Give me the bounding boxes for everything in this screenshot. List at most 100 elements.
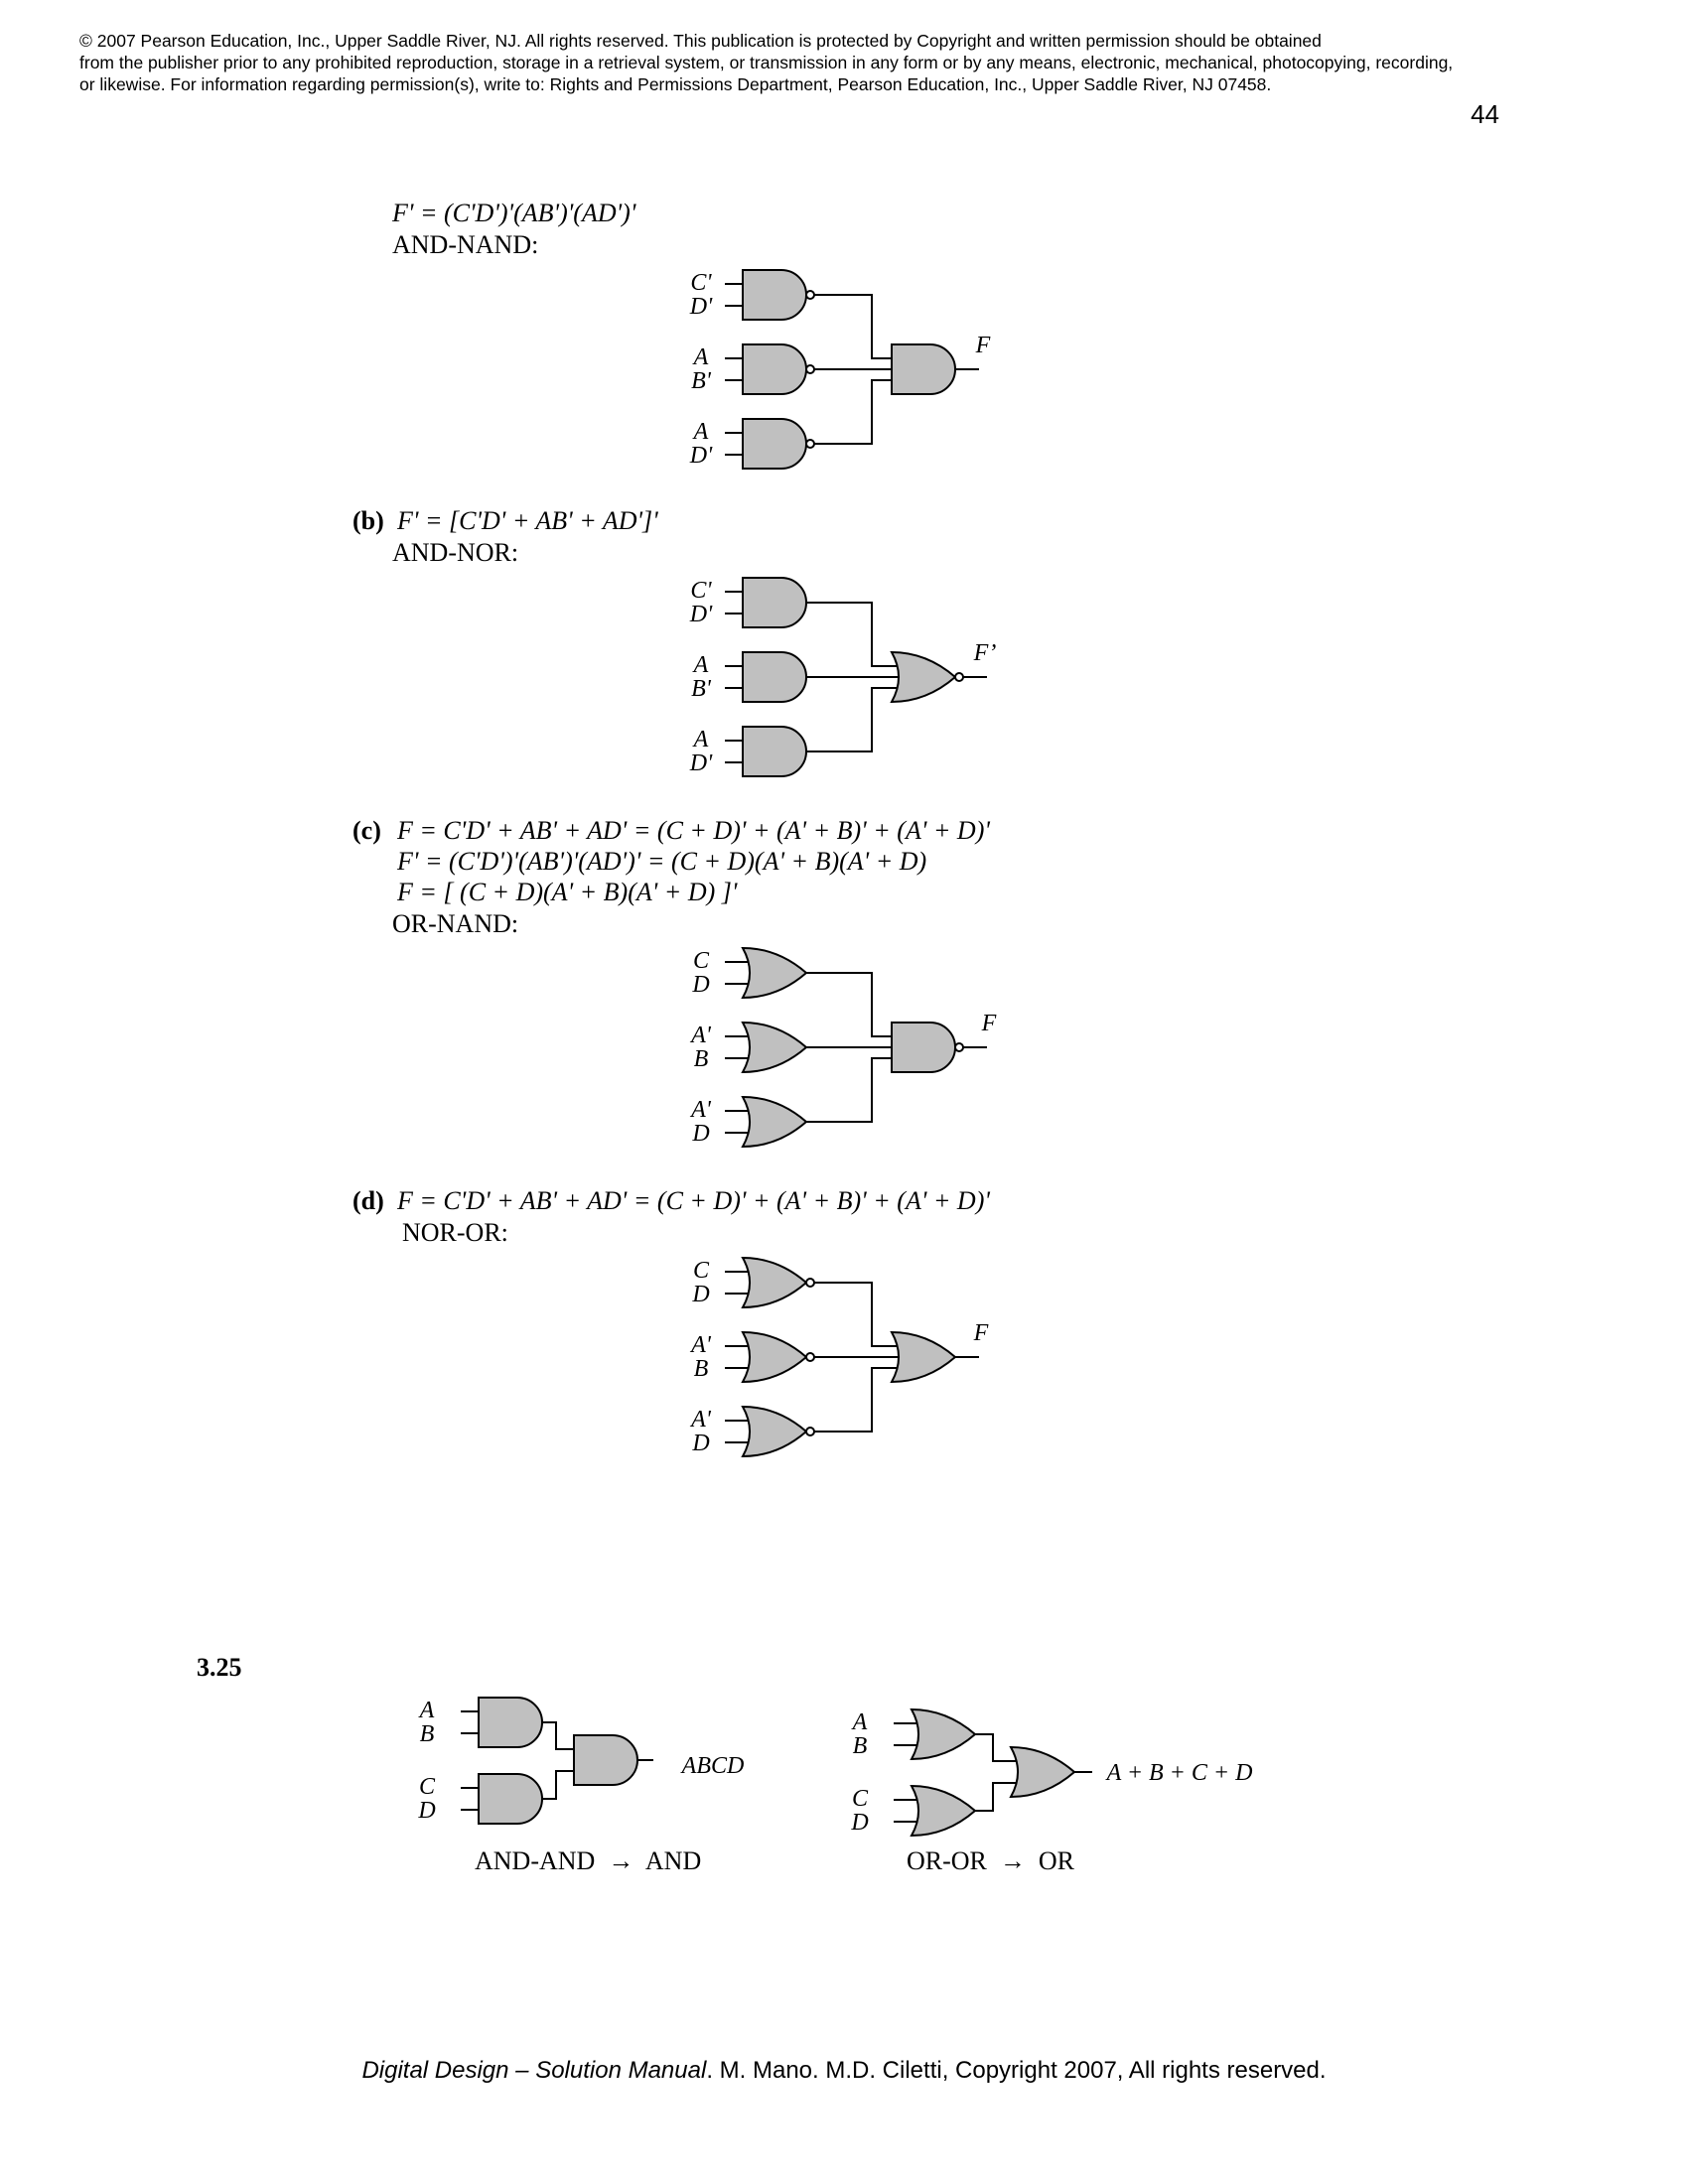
input-label: D' [689,294,713,320]
output-label: F [975,333,991,358]
wire [806,1057,892,1123]
wire [814,379,892,445]
input-label: A [692,344,709,370]
input-label: C [419,1774,436,1800]
wire [814,294,892,359]
wire [814,1367,898,1433]
input-label: C [693,1258,710,1284]
copyright-notice: © 2007 Pearson Education, Inc., Upper Sa… [79,31,1454,94]
output-label: F’ [973,640,997,666]
inversion-bubble [805,1352,815,1362]
input-label: D [691,1121,709,1147]
or-gate [741,946,808,1000]
and-gate [478,1697,543,1748]
and-gate [742,343,807,395]
or-gate [910,1784,977,1838]
input-label: D [417,1798,435,1824]
input-label: A [692,727,709,752]
arrow-icon: → [999,1846,1026,1875]
input-label: D [850,1810,868,1836]
page-number: 44 [1471,99,1499,129]
inversion-bubble [954,672,964,682]
part-b-heading: (b) F' = [C'D' + AB' + AD']' [352,506,658,536]
or-gate [741,1256,808,1309]
part-a-form: AND-NAND: [392,230,539,259]
input-label: D' [689,602,713,627]
and-and-caption-from: AND-AND [475,1846,596,1875]
or-or-caption: OR-OR → OR [907,1846,1074,1876]
input-label: A [418,1698,435,1723]
or-gate [741,1405,808,1458]
wire [806,687,898,752]
input-label: D [691,1282,709,1307]
input-label: A' [689,1407,712,1433]
and-gate [742,651,807,703]
inversion-bubble [805,1427,815,1436]
inversion-bubble [954,1042,964,1052]
or-or-caption-from: OR-OR [907,1846,987,1875]
part-c-equation-3: F = [ (C + D)(A' + B)(A' + D) ]' [397,878,738,906]
output-label: A + B + C + D [1105,1760,1253,1786]
or-output-gate [890,650,957,704]
arrow-icon: → [608,1846,634,1875]
input-label: A' [689,1023,712,1048]
or-gate [741,1095,808,1149]
part-c-equation-1: F = C'D' + AB' + AD' = (C + D)' + (A' + … [397,816,990,845]
wire [806,972,892,1037]
wire [975,1733,1017,1762]
and-gate [742,418,807,470]
and-output-gate [891,343,956,395]
input-label: B [694,1356,709,1382]
or-or-caption-to: OR [1038,1846,1075,1875]
wire [814,1282,898,1347]
input-label: B [420,1721,435,1747]
and-gate [478,1773,543,1825]
part-d-form: NOR-OR: [402,1218,508,1247]
part-c-heading: (c) F = C'D' + AB' + AD' = (C + D)' + (A'… [352,816,990,846]
input-label: A [692,419,709,445]
wire [542,1770,574,1800]
problem-number: 3.25 [197,1653,242,1682]
wire [542,1721,574,1750]
part-d-heading: (d) F = C'D' + AB' + AD' = (C + D)' + (A'… [352,1186,990,1216]
part-c-marker: (c) [352,816,381,845]
inversion-bubble [805,364,815,374]
part-d-marker: (d) [352,1186,384,1215]
part-b-equation: F' = [C'D' + AB' + AD']' [397,506,658,535]
part-b-form: AND-NOR: [392,538,519,567]
input-label: B [694,1046,709,1072]
input-label: B [853,1733,868,1759]
input-label: C [693,948,710,974]
inversion-bubble [805,1278,815,1288]
or-output-gate [1009,1745,1076,1799]
wire [975,1782,1017,1812]
input-label: D [691,1431,709,1456]
and-and-caption: AND-AND → AND [475,1846,701,1876]
input-label: A [692,652,709,678]
and-output-gate [573,1734,638,1786]
part-c-equation-2: F' = (C'D')'(AB')'(AD')' = (C + D)(A' + … [397,847,927,876]
and-gate [742,726,807,777]
input-label: B' [691,676,712,702]
input-label: C' [690,578,712,604]
inversion-bubble [805,439,815,449]
output-label: ABCD [680,1753,745,1779]
input-label: B' [691,368,712,394]
part-a-equation: F' = (C'D')'(AB')'(AD')' [392,199,636,227]
input-label: C [852,1786,869,1812]
wire [806,602,898,667]
or-gate [741,1330,808,1384]
input-label: D [691,972,709,998]
part-d-equation: F = C'D' + AB' + AD' = (C + D)' + (A' + … [397,1186,990,1215]
and-gate [742,269,807,321]
inversion-bubble [805,290,815,300]
or-gate [910,1707,977,1761]
input-label: A [851,1709,868,1735]
and-gate [742,577,807,628]
input-label: A' [689,1097,712,1123]
part-b-marker: (b) [352,506,384,535]
or-gate [741,1021,808,1074]
footer-rest: . M. Mano. M.D. Ciletti, Copyright 2007,… [706,2057,1327,2084]
input-label: C' [690,270,712,296]
input-label: A' [689,1332,712,1358]
